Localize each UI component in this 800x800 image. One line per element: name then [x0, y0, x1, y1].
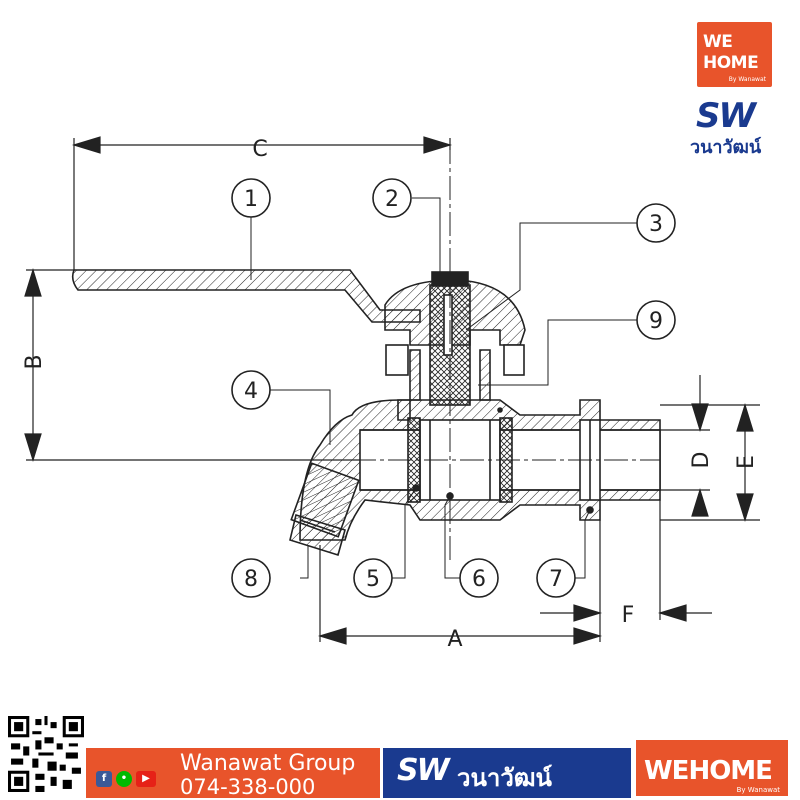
- callout-8: [231, 558, 271, 598]
- wanawat-logo-thai: วนาวัฒน์: [690, 137, 762, 158]
- callout-circles: [231, 178, 676, 598]
- valve-body: [71, 269, 661, 557]
- wanawat-footer-mark: SW: [397, 753, 450, 788]
- callout-2-label: 2: [385, 187, 399, 212]
- callout-2: [372, 178, 412, 218]
- leader-lines: [250, 197, 637, 579]
- callout-4-label: 4: [244, 379, 258, 404]
- dimension-b-label: B: [22, 354, 47, 369]
- callout-3-label: 3: [649, 212, 663, 237]
- dimension-f-label: F: [622, 603, 635, 628]
- wehome-logo-home: HOME: [703, 53, 759, 73]
- callout-6-label: 6: [472, 567, 486, 592]
- social-icons: f•▶: [96, 766, 160, 787]
- wanawat-footer-thai: วนาวัฒน์: [457, 764, 552, 792]
- callout-5-label: 5: [366, 567, 380, 592]
- wanawat-footer-banner: SW วนาวัฒน์: [383, 748, 631, 798]
- handle-lever: [71, 269, 421, 323]
- wehome-logo-byline: By Wanawat: [728, 76, 766, 83]
- contact-panel: [86, 748, 380, 798]
- callout-6: [459, 558, 499, 598]
- wehome-footer-byline: By Wanawat: [736, 786, 780, 794]
- callout-7: [536, 558, 576, 598]
- wanawat-logo-mark: SW: [696, 96, 756, 136]
- wehome-footer-banner: WEHOME By Wanawat: [634, 738, 790, 798]
- line-icon[interactable]: •: [116, 771, 132, 787]
- dimension-c-label: C: [252, 137, 267, 162]
- wehome-footer-text: WEHOME: [644, 756, 773, 786]
- qr-code-icon[interactable]: [8, 716, 84, 792]
- callout-3: [636, 203, 676, 243]
- dimension-a-label: A: [447, 627, 462, 652]
- callout-7-label: 7: [549, 567, 563, 592]
- phone-number[interactable]: 074-338-000: [180, 775, 316, 799]
- facebook-icon[interactable]: f: [96, 771, 112, 787]
- youtube-icon[interactable]: ▶: [136, 771, 156, 787]
- callout-8-label: 8: [244, 567, 258, 592]
- wehome-logo: WE HOME By Wanawat: [697, 22, 772, 87]
- callout-1: [231, 178, 271, 218]
- dimension-d-label: D: [689, 452, 714, 469]
- callout-9: [636, 300, 676, 340]
- wanawat-logo: SW วนาวัฒน์: [690, 96, 780, 158]
- dimension-e-label: E: [734, 455, 759, 469]
- callout-4: [231, 370, 271, 410]
- callout-9-label: 9: [649, 309, 663, 334]
- callout-1-label: 1: [244, 187, 258, 212]
- dimension-lines: [24, 136, 760, 645]
- callout-5: [353, 558, 393, 598]
- wehome-logo-we: WE: [703, 32, 733, 52]
- company-name: Wanawat Group: [180, 751, 356, 776]
